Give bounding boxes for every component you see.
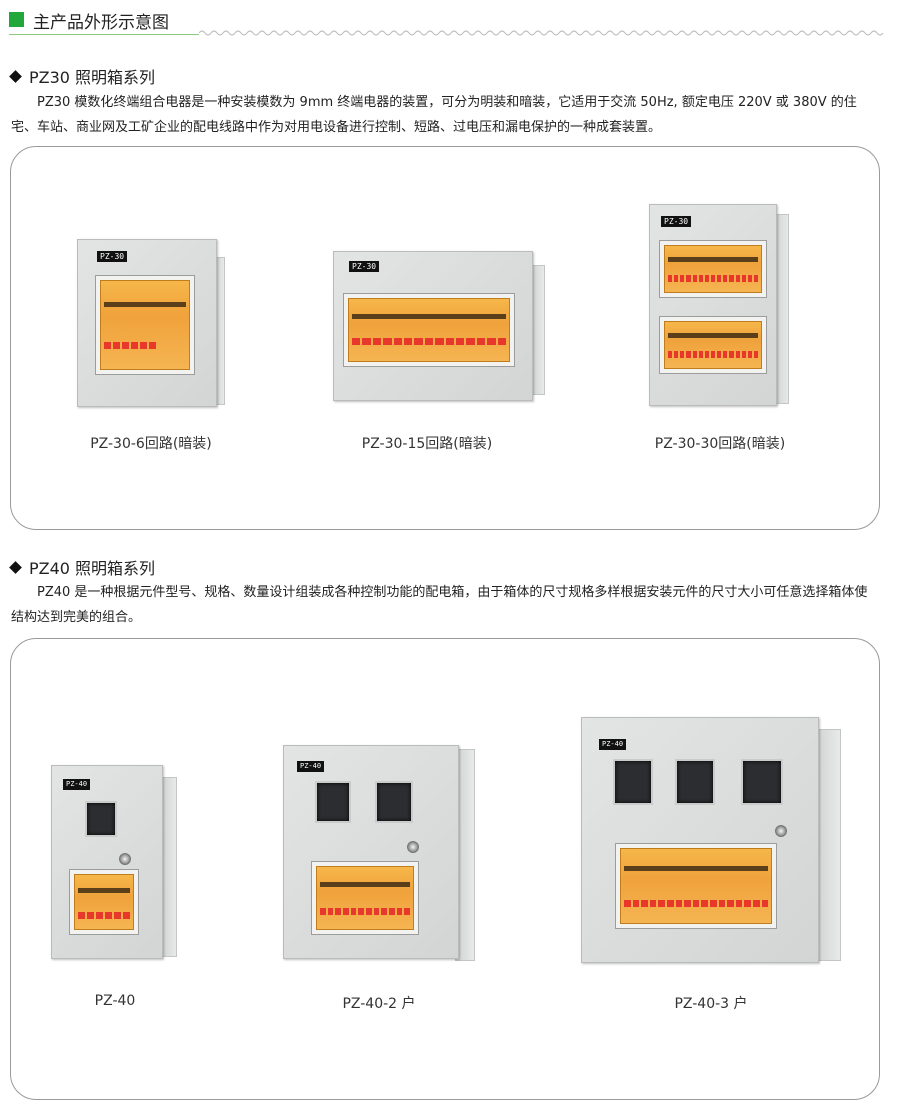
breaker-window bbox=[311, 861, 419, 935]
diamond-bullet-icon bbox=[9, 70, 22, 83]
paragraph-text: PZ30 模数化终端组合电器是一种安装模数为 9mm 终端电器的装置，可分为明装… bbox=[11, 95, 857, 135]
meter-window bbox=[375, 781, 413, 823]
breaker-window bbox=[69, 869, 139, 935]
green-square-icon bbox=[9, 12, 24, 27]
product-caption: PZ-30-6回路(暗装) bbox=[90, 436, 212, 452]
product-caption: PZ-30-30回路(暗装) bbox=[654, 436, 786, 452]
product-caption: PZ-40-2 户 bbox=[342, 996, 416, 1012]
meter-window bbox=[85, 801, 117, 837]
breaker-window bbox=[615, 843, 777, 929]
product-image-pz30-6: PZ-30 bbox=[77, 239, 227, 409]
product-image-pz30-15: PZ-30 bbox=[333, 251, 545, 403]
product-caption: PZ-40-3 户 bbox=[674, 996, 748, 1012]
product-image-pz40: PZ-40 bbox=[51, 765, 179, 961]
model-tag: PZ-40 bbox=[599, 739, 627, 750]
paragraph-text: PZ40 是一种根据元件型号、规格、数量设计组装成各种控制功能的配电箱，由于箱体… bbox=[11, 585, 868, 625]
model-tag: PZ-30 bbox=[349, 261, 380, 272]
header-rule bbox=[9, 34, 199, 35]
model-tag: PZ-40 bbox=[63, 779, 91, 790]
meter-window bbox=[675, 759, 715, 805]
section-title-pz40: PZ40 照明箱系列 bbox=[9, 555, 156, 579]
product-caption: PZ-30-15回路(暗装) bbox=[361, 436, 493, 452]
diamond-bullet-icon bbox=[9, 561, 22, 574]
lock-icon bbox=[775, 825, 787, 837]
section-title-text: PZ40 照明箱系列 bbox=[29, 559, 156, 578]
product-panel-pz40: PZ-40 PZ-40 PZ-40 PZ-40-2 户 PZ-40 bbox=[10, 638, 880, 1100]
section-title-text: PZ30 照明箱系列 bbox=[29, 68, 156, 87]
lock-icon bbox=[407, 841, 419, 853]
product-image-pz40-3: PZ-40 bbox=[581, 717, 843, 965]
page-title: 主产品外形示意图 bbox=[33, 13, 169, 33]
product-caption: PZ-40 bbox=[94, 993, 136, 1009]
breaker-window bbox=[343, 293, 515, 367]
model-tag: PZ-30 bbox=[97, 251, 128, 262]
wavy-divider bbox=[199, 30, 884, 36]
breaker-window-bottom bbox=[659, 316, 767, 374]
product-panel-pz30: PZ-30 PZ-30-6回路(暗装) PZ-30 PZ-30-15回路(暗装)… bbox=[10, 146, 880, 530]
meter-window bbox=[741, 759, 783, 805]
meter-window bbox=[315, 781, 351, 823]
breaker-window bbox=[95, 275, 195, 375]
model-tag: PZ-40 bbox=[297, 761, 325, 772]
page-header: 主产品外形示意图 bbox=[9, 6, 884, 36]
lock-icon bbox=[119, 853, 131, 865]
product-image-pz40-2: PZ-40 bbox=[283, 745, 479, 965]
meter-window bbox=[613, 759, 653, 805]
section-paragraph-pz30: PZ30 模数化终端组合电器是一种安装模数为 9mm 终端电器的装置，可分为明装… bbox=[11, 90, 879, 140]
product-image-pz30-30: PZ-30 bbox=[649, 204, 791, 408]
breaker-window-top bbox=[659, 240, 767, 298]
section-title-pz30: PZ30 照明箱系列 bbox=[9, 64, 156, 88]
section-paragraph-pz40: PZ40 是一种根据元件型号、规格、数量设计组装成各种控制功能的配电箱，由于箱体… bbox=[11, 580, 879, 630]
model-tag: PZ-30 bbox=[661, 216, 692, 227]
